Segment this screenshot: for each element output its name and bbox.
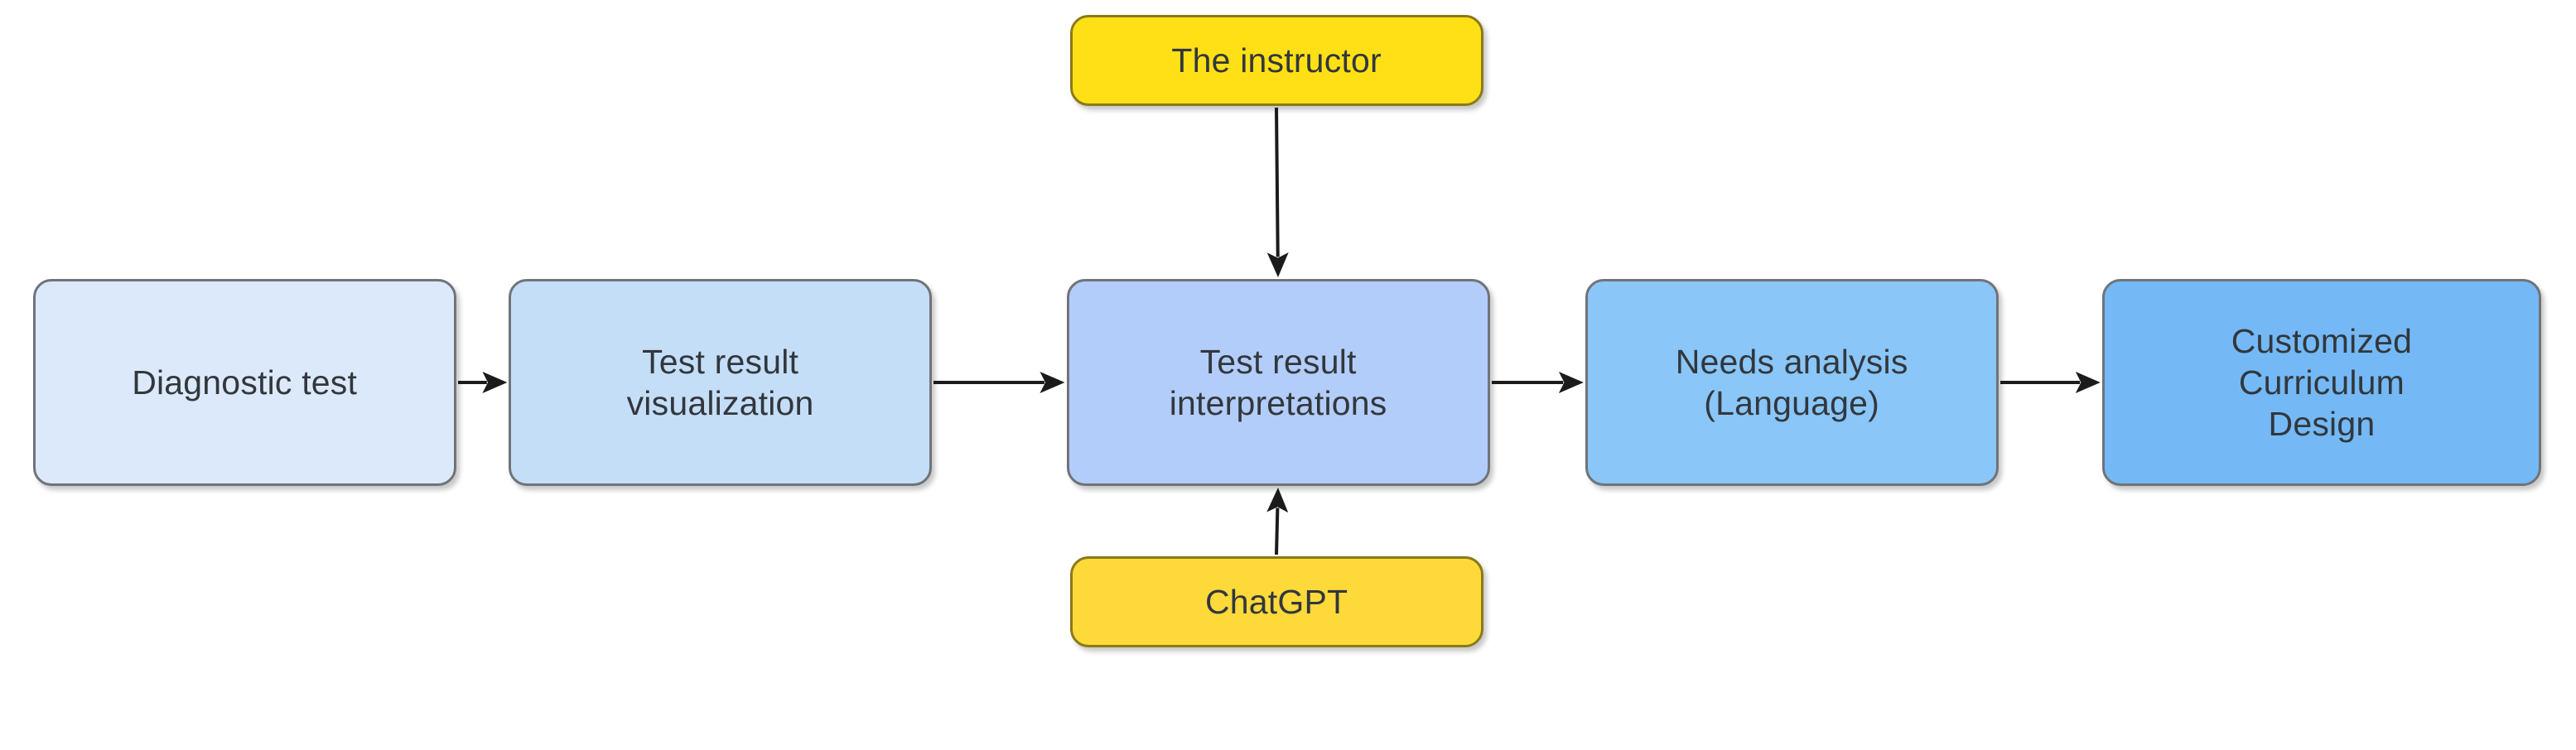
arrow-visualization-to-interpretations (900, 349, 1097, 416)
node-label: Needs analysis (Language) (1675, 342, 1908, 422)
arrow-interpretations-to-needs-analysis (1459, 349, 1617, 416)
node-the-instructor[interactable]: The instructor (1069, 15, 1483, 106)
node-label: The instructor (1171, 41, 1382, 79)
arrow-diagnostic-test-to-visualization (425, 349, 540, 416)
arrow-instructor-to-interpretations (1243, 75, 1311, 310)
node-label: Test result visualization (626, 342, 814, 422)
node-label: Test result interpretations (1169, 342, 1387, 422)
node-chatgpt[interactable]: ChatGPT (1069, 556, 1483, 647)
node-label: Diagnostic test (132, 363, 358, 401)
node-customized-curriculum-design[interactable]: Customized Curriculum Design (2101, 279, 2542, 486)
node-label: Customized Curriculum Design (2231, 321, 2413, 443)
arrow-chatgpt-to-interpretations (1243, 454, 1311, 588)
node-needs-analysis[interactable]: Needs analysis (Language) (1585, 279, 1999, 486)
node-test-result-interpretations[interactable]: Test result interpretations (1066, 279, 1490, 486)
node-test-result-visualization[interactable]: Test result visualization (509, 279, 933, 486)
arrow-needs-analysis-to-curriculum-design (1967, 349, 2134, 416)
node-diagnostic-test[interactable]: Diagnostic test (32, 279, 456, 486)
node-label: ChatGPT (1204, 582, 1348, 621)
